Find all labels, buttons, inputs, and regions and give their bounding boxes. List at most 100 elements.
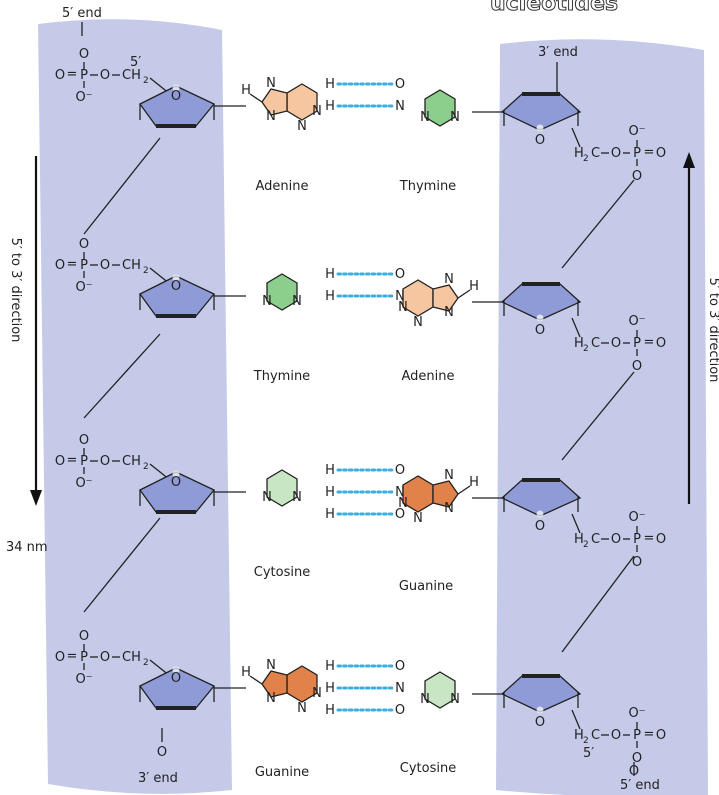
right-direction-label: 5′ to 3′ direction: [706, 278, 719, 383]
scale-label: 34 nm: [6, 540, 48, 555]
ring-nitrogen: N: [262, 490, 272, 505]
phosphate-oxygen-minus: O⁻: [75, 90, 92, 105]
left-direction-arrowhead: [30, 490, 42, 506]
ring-nitrogen: N: [262, 294, 272, 309]
phosphate-p: P: [80, 258, 88, 273]
sugar-ring: [139, 667, 216, 709]
phosphate-oxygen-minus: O⁻: [75, 280, 92, 295]
ring-nitrogen: N: [444, 468, 454, 483]
ring-oxygen: O: [171, 671, 181, 686]
ester-oxygen: O: [100, 68, 110, 83]
sugar-ring: [500, 283, 582, 321]
ring-oxygen: O: [171, 475, 181, 490]
phosphate-oxygen-minus: O⁻: [628, 510, 645, 525]
double-bond: =: [644, 727, 655, 742]
ring-oxygen: O: [171, 279, 181, 294]
ring-nitrogen: N: [444, 305, 454, 320]
deoxyribose-sugar-right: O: [500, 92, 582, 148]
right-direction-arrowhead: [683, 152, 695, 168]
acceptor-atom: N: [395, 99, 405, 114]
header-fragment: ucleotides: [490, 0, 618, 16]
ester-oxygen: O: [611, 336, 621, 351]
bond: [571, 317, 581, 338]
ring-nitrogen: N: [450, 110, 460, 125]
phosphate-oxygen-double: O: [55, 68, 65, 83]
purine-five-ring: [261, 670, 288, 698]
ring-nitrogen: N: [413, 511, 423, 526]
right-backbone-connectors: [556, 78, 635, 776]
double-bond: =: [644, 531, 655, 546]
double-bond: =: [67, 67, 78, 82]
phosphate-oxygen-minus: O⁻: [628, 124, 645, 139]
base-name-left: Guanine: [255, 765, 309, 780]
phosphate-oxygen-minus: O⁻: [628, 706, 645, 721]
ring-nitrogen: N: [266, 691, 276, 706]
sugar-ring: [500, 479, 582, 517]
acceptor-atom: O: [395, 463, 405, 478]
ring-nitrogen: N: [420, 110, 430, 125]
phosphate-oxygen-bottom: O: [632, 359, 642, 374]
base-name-left: Cytosine: [254, 565, 310, 580]
subscript: 2: [583, 154, 589, 164]
phosphate-p: P: [633, 336, 641, 351]
ring-nitrogen: N: [297, 701, 307, 716]
donor-hydrogen: H: [325, 289, 335, 304]
methylene-group: CH: [122, 650, 141, 665]
pyrimidine-ring: [424, 89, 456, 127]
phosphate-oxygen-double: O: [55, 650, 65, 665]
donor-hydrogen: H: [325, 681, 335, 696]
ring-nitrogen: N: [266, 109, 276, 124]
sugar-ring: [139, 471, 216, 513]
ring-nitrogen: N: [450, 692, 460, 707]
ring-oxygen-marker: [536, 706, 544, 714]
left-direction-label: 5′ to 3′ direction: [8, 238, 23, 343]
subscript: 2: [583, 540, 589, 550]
base-name-right: Adenine: [401, 369, 454, 384]
left-5-prime-label: 5′: [130, 55, 141, 70]
ring-nitrogen: N: [398, 496, 408, 511]
purine-five-ring: [261, 88, 288, 116]
ring-oxygen-marker: [536, 124, 544, 132]
ring-nitrogen: N: [420, 692, 430, 707]
phosphate-oxygen-top: O: [79, 433, 89, 448]
acceptor-atom: O: [395, 507, 405, 522]
deoxyribose-sugar-left: O: [139, 274, 216, 318]
base-name-left: Thymine: [253, 369, 310, 384]
phosphate-oxygen-minus: O⁻: [75, 672, 92, 687]
base-name-right: Guanine: [399, 579, 453, 594]
pyrimidine-ring: [266, 469, 298, 507]
methylene-h: H: [574, 146, 584, 161]
methylene-h: H: [574, 532, 584, 547]
ester-oxygen: O: [611, 728, 621, 743]
donor-hydrogen: H: [325, 267, 335, 282]
phosphate-p: P: [633, 146, 641, 161]
acceptor-atom: N: [395, 289, 405, 304]
ester-oxygen: O: [100, 258, 110, 273]
sugar-ring: [139, 275, 216, 317]
donor-hydrogen: H: [325, 703, 335, 718]
phosphate-p: P: [80, 454, 88, 469]
left-5-end-label: 5′ end: [62, 6, 102, 21]
base-name-right: Thymine: [399, 179, 456, 194]
ring-hydrogen: H: [469, 279, 479, 294]
phosphate-oxygen-double: O: [656, 146, 666, 161]
ring-nitrogen: N: [266, 658, 276, 673]
ring-oxygen: O: [535, 519, 545, 534]
methylene-c: C: [591, 728, 600, 743]
base-name-left: Adenine: [255, 179, 308, 194]
phosphate-oxygen-bottom: O: [632, 751, 642, 766]
donor-hydrogen: H: [325, 507, 335, 522]
subscript: 2: [143, 266, 149, 276]
bond: [457, 485, 471, 495]
right-5-end-label: 5′ end: [620, 778, 660, 793]
phosphate-oxygen-double: O: [55, 258, 65, 273]
